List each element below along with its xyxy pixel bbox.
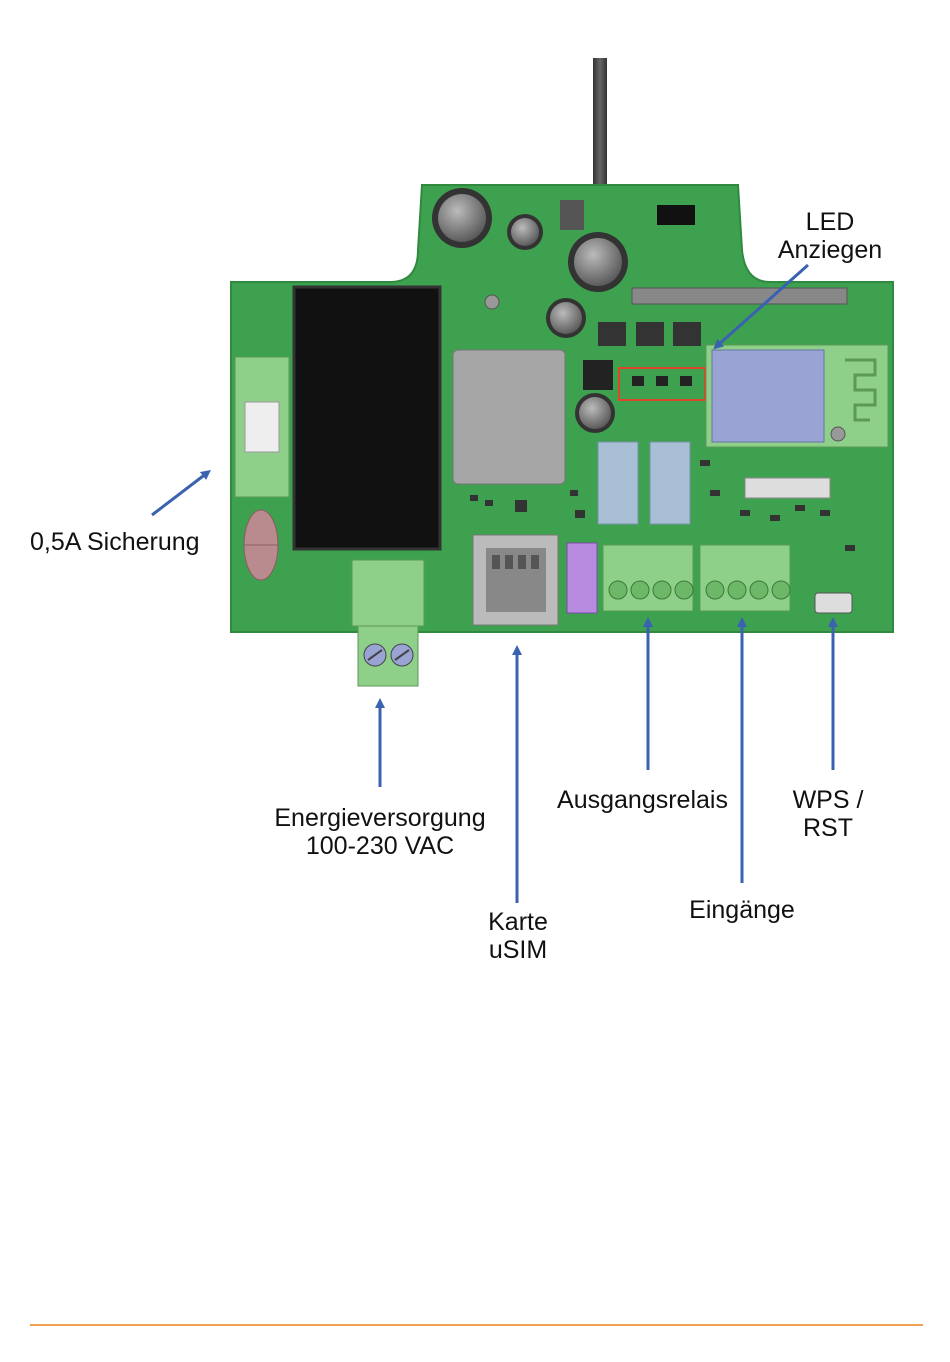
sim-slot: [473, 535, 558, 625]
footer-rule: [30, 1324, 923, 1326]
header-connector: [745, 478, 830, 498]
label-led: LED Anziegen: [760, 208, 900, 264]
label-power: Energieversorgung 100-230 VAC: [250, 804, 510, 860]
modem-shield: [453, 350, 565, 484]
label-wps-line2: RST: [780, 814, 876, 842]
label-sim: Karte uSIM: [468, 908, 568, 964]
label-sim-line1: Karte: [468, 908, 568, 936]
wps-button: [815, 593, 852, 613]
relay-2: [650, 442, 690, 524]
input-terminal-block: [700, 545, 790, 611]
label-wps-line1: WPS /: [780, 786, 876, 814]
mcu-chip: [583, 360, 613, 390]
power-terminal: [352, 560, 424, 686]
label-wps: WPS / RST: [780, 786, 876, 842]
transformer: [294, 287, 440, 549]
label-relay: Ausgangsrelais: [540, 786, 745, 814]
label-fuse: 0,5A Sicherung: [30, 528, 230, 556]
label-led-line1: LED: [760, 208, 900, 236]
wifi-module: [706, 345, 888, 447]
label-power-line1: Energieversorgung: [250, 804, 510, 832]
relay-1: [598, 442, 638, 524]
label-sim-line2: uSIM: [468, 936, 568, 964]
label-power-line2: 100-230 VAC: [250, 832, 510, 860]
arrow-icon: [152, 473, 207, 515]
label-inputs: Eingänge: [672, 896, 812, 924]
label-led-line2: Anziegen: [760, 236, 900, 264]
relay-terminal-block: [603, 545, 693, 611]
jst-connector: [567, 543, 597, 613]
